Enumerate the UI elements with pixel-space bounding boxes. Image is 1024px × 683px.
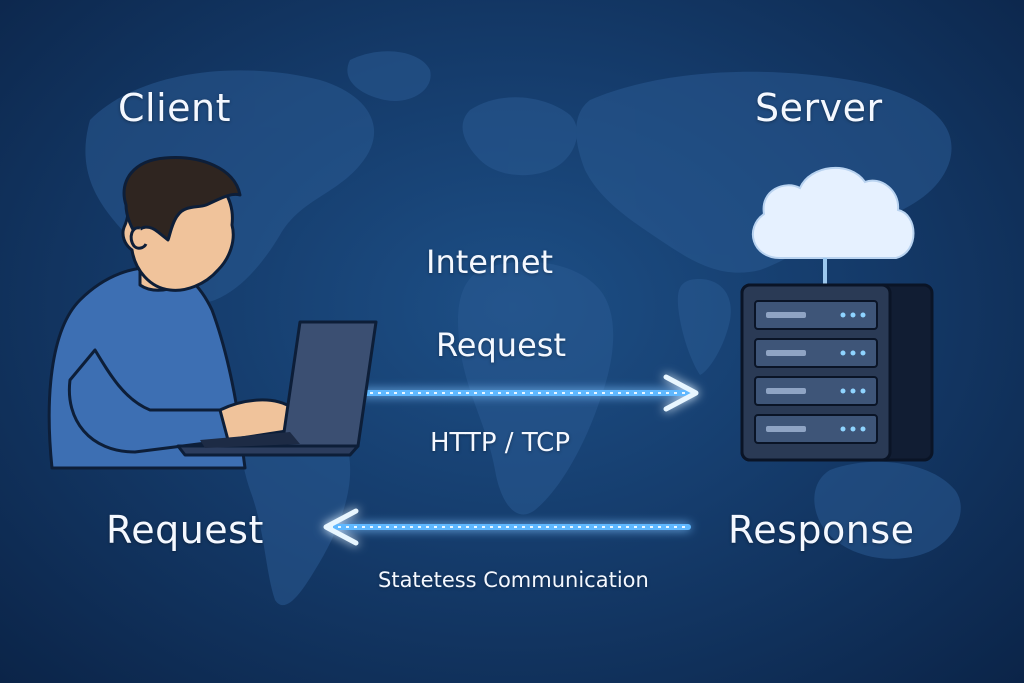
server-unit-1	[754, 300, 878, 330]
communication-label: Statetess Communication	[378, 568, 649, 592]
request-bottom-label: Request	[106, 508, 264, 552]
server-label: Server	[755, 86, 883, 130]
arrow-left-icon	[323, 508, 359, 546]
laptop-base	[176, 444, 360, 457]
server-unit-2	[754, 338, 878, 368]
server-unit-4	[754, 414, 878, 444]
protocol-label: HTTP / TCP	[430, 428, 571, 458]
arrow-right-icon	[663, 374, 699, 412]
server-unit-3	[754, 376, 878, 406]
ear	[129, 226, 148, 250]
request-arrow	[359, 374, 699, 412]
request-top-label: Request	[436, 326, 566, 364]
server-rack-icon	[740, 283, 934, 462]
client-label: Client	[118, 86, 232, 130]
africa-shape	[457, 261, 614, 515]
internet-label: Internet	[426, 243, 554, 281]
europe-shape	[462, 97, 578, 176]
cloud-icon	[751, 166, 915, 259]
india-shape	[677, 279, 731, 375]
response-arrow	[323, 508, 691, 546]
australia-shape	[814, 461, 961, 559]
greenland-shape	[347, 51, 431, 101]
response-label: Response	[728, 508, 915, 552]
keyboard	[200, 432, 300, 448]
